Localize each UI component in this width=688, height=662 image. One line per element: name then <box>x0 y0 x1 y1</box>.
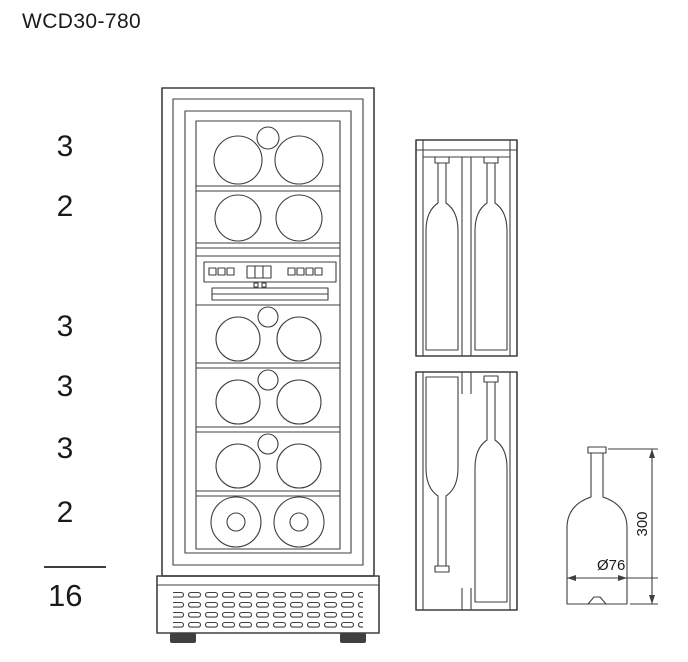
diameter-dimension-label: Ø76 <box>597 557 626 574</box>
base-plinth <box>156 575 380 643</box>
bottle-circle <box>213 135 263 185</box>
bottle-punt-circle <box>289 512 309 532</box>
door-frame <box>172 98 364 566</box>
shelf-count: 3 <box>56 310 74 343</box>
bottle-punt <box>587 596 607 605</box>
temperature-display <box>246 265 272 279</box>
foot <box>170 633 196 643</box>
glass-bezel <box>184 110 352 554</box>
arrowhead <box>649 449 655 458</box>
glass-panel <box>195 120 341 550</box>
indicator <box>253 282 259 288</box>
diameter-dimension <box>567 575 658 581</box>
total-count: 16 <box>48 578 83 613</box>
cabinet-front-view <box>161 87 375 577</box>
bottle-circle <box>214 194 262 242</box>
cabinet-outer-frame <box>161 87 375 577</box>
bottle-silhouette <box>425 162 459 351</box>
control-button <box>314 267 323 276</box>
bottle-circle <box>215 443 261 489</box>
indicator <box>261 282 267 288</box>
bottle-silhouette <box>474 162 508 351</box>
arrowhead <box>649 595 655 604</box>
control-button <box>208 267 217 276</box>
bottle-circle-small <box>257 433 279 455</box>
bottle-lip <box>483 156 499 164</box>
shelf-count: 3 <box>56 370 74 403</box>
bottle-circle <box>273 496 325 548</box>
wine-bottle-outline <box>566 452 628 605</box>
bottle-lip <box>483 375 499 383</box>
control-button <box>296 267 305 276</box>
control-button <box>217 267 226 276</box>
bottle-lip <box>434 156 450 164</box>
shelf-lines <box>196 185 340 497</box>
bottle-row <box>215 306 322 362</box>
side-view-upper <box>415 139 518 357</box>
bottle-circle-small <box>257 369 279 391</box>
bottle-lip <box>434 565 450 573</box>
arrowhead <box>618 575 627 581</box>
bottle-circle <box>215 379 261 425</box>
control-panel-frame <box>203 261 337 283</box>
side-view-lower <box>415 371 518 611</box>
control-button <box>287 267 296 276</box>
bottle-silhouette-inverted <box>425 376 459 567</box>
bottle-circle <box>275 194 323 242</box>
bottle-circle-small <box>256 126 280 150</box>
bottle-circle <box>274 135 324 185</box>
model-title: WCD30-780 <box>22 10 142 33</box>
bottle-row <box>213 126 324 185</box>
ventilation-grille <box>173 591 363 629</box>
sum-divider-line <box>44 566 106 568</box>
shelf-count: 2 <box>56 190 74 223</box>
bottle-circle-small <box>257 306 279 328</box>
bottle-silhouette <box>474 381 508 603</box>
bottle-circle <box>215 316 261 362</box>
height-dimension <box>608 448 658 605</box>
bottle-circle <box>276 316 322 362</box>
side-view-frame <box>415 139 518 357</box>
shelf-count: 3 <box>56 432 74 465</box>
bottle-row <box>215 433 322 489</box>
dimension-bottle-view <box>566 446 628 605</box>
plinth-frame <box>156 575 380 634</box>
control-button <box>226 267 235 276</box>
bottle-row <box>210 496 325 548</box>
bottle-row <box>214 194 323 242</box>
control-button <box>305 267 314 276</box>
bottle-circle <box>276 443 322 489</box>
control-panel <box>203 261 337 301</box>
foot <box>340 633 366 643</box>
arrowhead <box>567 575 576 581</box>
bottle-circle <box>210 496 262 548</box>
bottle-row <box>215 369 322 425</box>
bottle-punt-circle <box>226 512 246 532</box>
bottle-circle <box>276 379 322 425</box>
side-view-frame <box>415 371 518 611</box>
shelf-count: 2 <box>56 496 74 529</box>
bottle-lip <box>587 446 607 454</box>
shelf-count: 3 <box>56 130 74 163</box>
